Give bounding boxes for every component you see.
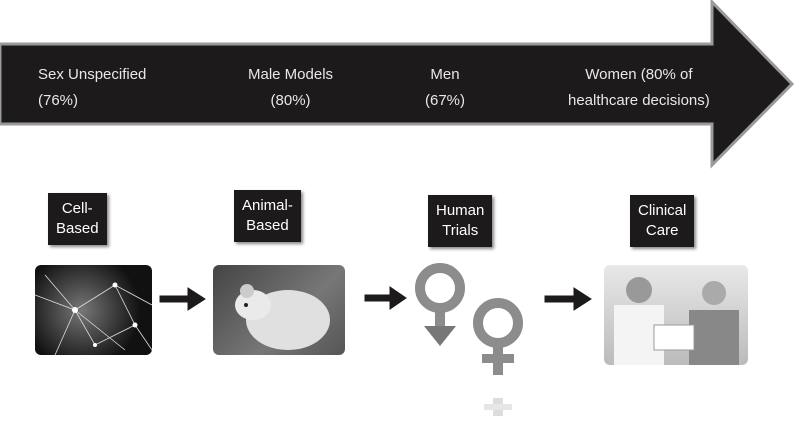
female-symbol-icon <box>473 298 523 416</box>
flow-arrows <box>159 286 592 311</box>
flow-arrow-icon <box>159 287 206 311</box>
step-label-cell-based: Cell-Based <box>48 193 107 245</box>
clinical-care-image <box>604 265 748 365</box>
male-symbol-icon <box>415 263 465 346</box>
timeline-arrow <box>0 0 795 169</box>
sex-symbols <box>415 263 523 416</box>
flow-arrow-icon <box>544 287 592 311</box>
stage-male-models: Male Models(80%) <box>248 66 334 109</box>
flow-arrow-icon <box>364 286 407 310</box>
stage-sex-unspecified: Sex Unspecified(76%) <box>38 66 147 109</box>
step-label-animal-based: Animal-Based <box>234 190 301 242</box>
neuron-cells-image <box>35 265 152 355</box>
rat-image <box>213 265 345 355</box>
stage-men: Men(67%) <box>425 66 466 109</box>
